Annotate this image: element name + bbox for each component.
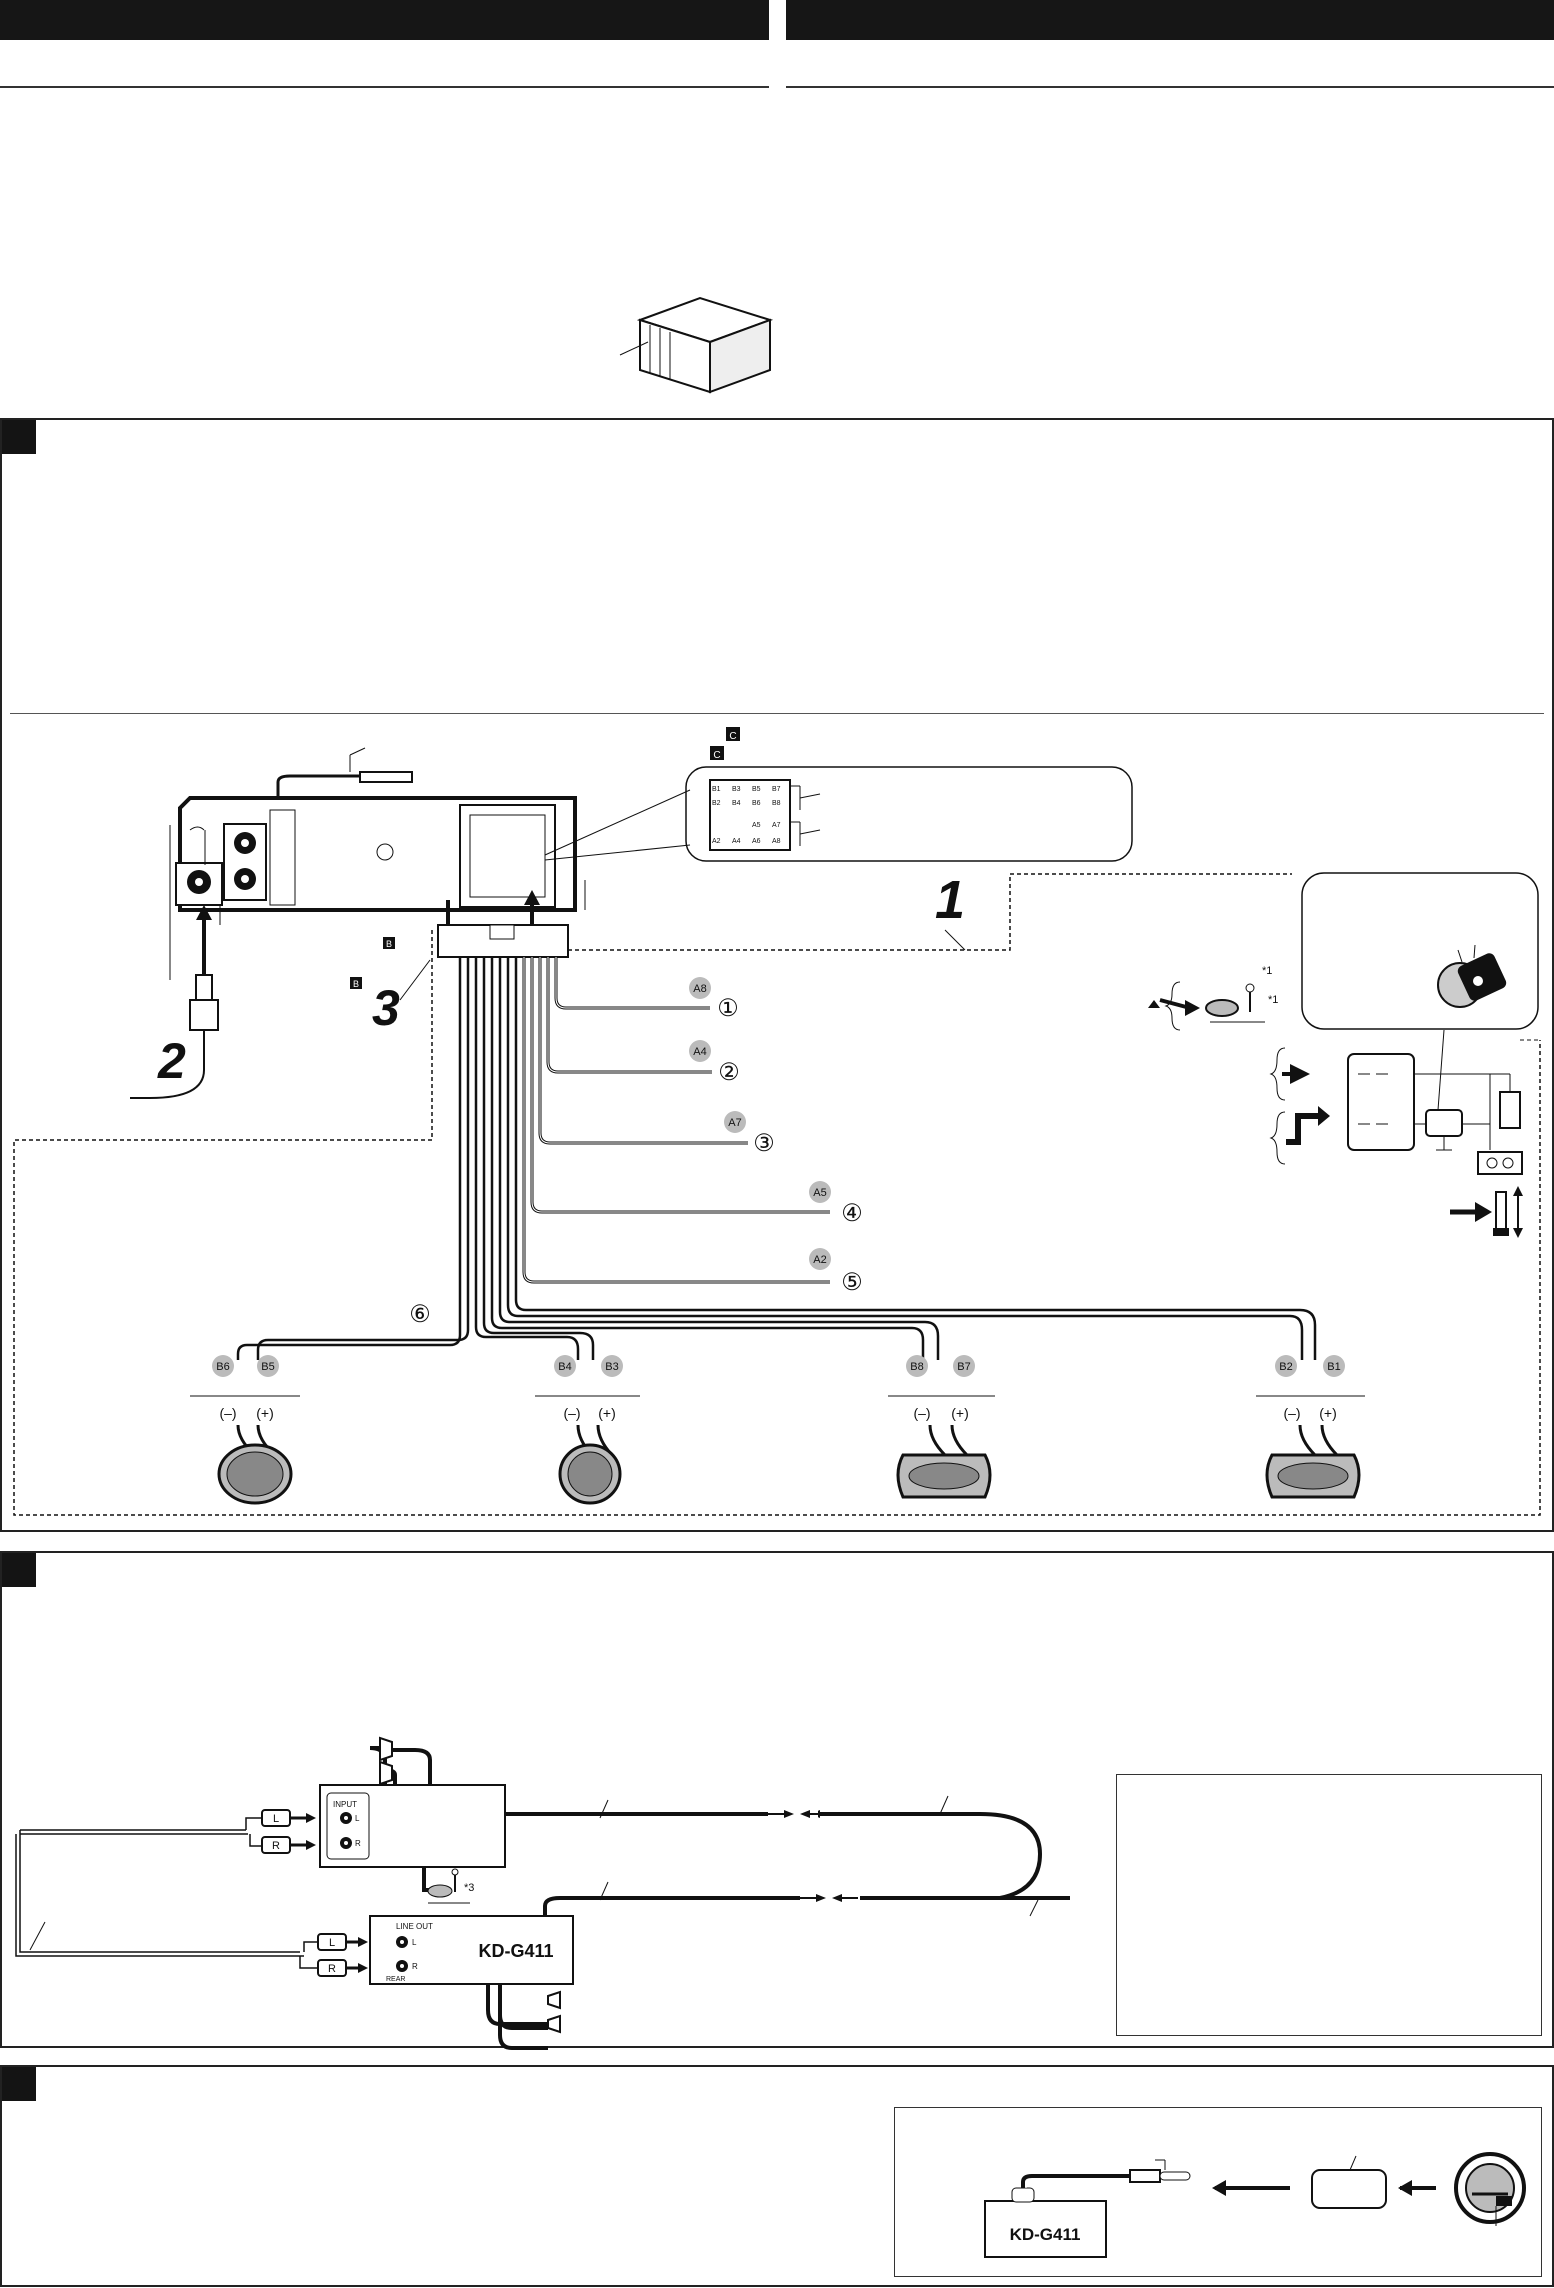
speaker-rear-right: B2 B1 (–) (+): [1256, 1355, 1365, 1499]
speaker-1-pos-pin: B5: [261, 1361, 274, 1373]
left-header-rule: [0, 86, 769, 88]
panel-b-marker: [2, 1553, 36, 1587]
speaker-rear-left: B8 B7 (–) (+): [888, 1355, 995, 1499]
right-header-bar: [786, 0, 1554, 40]
left-header-bar: [0, 0, 769, 40]
pin-a2: A2: [712, 838, 721, 845]
pin-b7: B7: [772, 786, 781, 793]
pin-b6: B6: [752, 800, 761, 807]
headunit-model: KD-G411: [478, 1941, 553, 1961]
pin-b1: B1: [712, 786, 721, 793]
speaker-2-pos-pin: B3: [605, 1361, 618, 1373]
lead-pin-a7: A7: [728, 1117, 741, 1129]
speaker-2-neg-pin: B4: [558, 1361, 571, 1373]
ignition-key-icon: [1437, 944, 1507, 1008]
mounting-sleeve-illustration: [619, 296, 774, 394]
amplifier-diagram: INPUT L R *3 L R LINE OUT L R REAR KD-G4…: [15, 1736, 1070, 2050]
amp-input-r: R: [355, 1839, 361, 1848]
speaker-3-pos-label: (+): [951, 1405, 969, 1421]
speaker-2-pos-label: (+): [598, 1405, 616, 1421]
lead-pin-a5: A5: [813, 1187, 826, 1199]
marker-c-1: C: [729, 731, 736, 742]
pin-b3: B3: [732, 786, 741, 793]
pin-a8: A8: [772, 838, 781, 845]
pin-a7: A7: [772, 822, 781, 829]
panel-a-divider: [10, 713, 1544, 714]
pin-a5: A5: [752, 822, 761, 829]
pin-b4: B4: [732, 800, 741, 807]
headunit-rear-view: [175, 796, 577, 912]
panel-c-note-box: [894, 2107, 1542, 2277]
headunit-line-out: LINE OUT: [396, 1922, 433, 1931]
panel-c: [0, 2065, 1554, 2287]
amp-input-l: L: [355, 1814, 360, 1823]
amp-input-label: INPUT: [333, 1800, 357, 1809]
headunit-rear-label: REAR: [386, 1976, 405, 1983]
speaker-3-neg-pin: B8: [910, 1361, 923, 1373]
right-header-rule: [786, 86, 1554, 88]
speaker-4-neg-pin: B2: [1279, 1361, 1292, 1373]
lead-number-5: ⑤: [841, 1269, 863, 1296]
headunit-out-r: R: [412, 1962, 418, 1971]
lead-pin-a8: A8: [693, 983, 706, 995]
step-3-label: 3: [372, 980, 400, 1036]
marker-b-2: B: [353, 979, 359, 989]
panel-b: [0, 1551, 1554, 2048]
lead-pin-a4: A4: [693, 1046, 706, 1058]
pin-b8: B8: [772, 800, 781, 807]
amp-plug-l: L: [273, 1813, 279, 1825]
remote-diagram: KD-G411: [984, 2152, 1526, 2258]
speaker-4-pos-pin: B1: [1327, 1361, 1340, 1373]
pin-layout-detail: B1 B3 B5 B7 B2 B4 B6 B8 A5 A7 A2 A4 A6 A…: [709, 779, 821, 851]
panel-b-note-box: [1116, 1774, 1542, 2036]
footnote-star1-a: *1: [1262, 965, 1272, 977]
speaker-1-neg-label: (–): [219, 1405, 236, 1421]
pin-b5: B5: [752, 786, 761, 793]
speaker-3-pos-pin: B7: [957, 1361, 970, 1373]
lead-pin-a2: A2: [813, 1254, 826, 1266]
speaker-bundle-number: ⑥: [409, 1301, 431, 1328]
panel-a: [0, 418, 1554, 1532]
steering-wheel-remote-icon: [1454, 2152, 1526, 2226]
door-switch-icon: [1450, 1186, 1523, 1238]
lead-number-4: ④: [841, 1200, 863, 1227]
lead-number-3: ③: [753, 1130, 775, 1157]
pin-b2: B2: [712, 800, 721, 807]
headunit-plug-l: L: [329, 1937, 335, 1949]
speaker-1-pos-label: (+): [256, 1405, 274, 1421]
headunit-plug-r: R: [328, 1963, 336, 1975]
lead-number-1: ①: [717, 995, 739, 1022]
speaker-2-neg-label: (–): [563, 1405, 580, 1421]
speaker-front-left: B6 B5 (–) (+): [190, 1355, 300, 1505]
lead-number-2: ②: [718, 1059, 740, 1086]
pin-a4: A4: [732, 838, 741, 845]
panel-c-marker: [2, 2067, 36, 2101]
speaker-front-right: B4 B3 (–) (+): [535, 1355, 640, 1505]
step-1-label: 1: [935, 870, 965, 930]
footnote-star1-b: *1: [1268, 994, 1278, 1006]
speaker-4-pos-label: (+): [1319, 1405, 1337, 1421]
antenna-plug: [130, 974, 219, 1099]
step-2-label: 2: [157, 1033, 186, 1089]
footnote-star3: *3: [464, 1882, 474, 1894]
speaker-1-neg-pin: B6: [216, 1361, 229, 1373]
fuse-box-icon: [1269, 1029, 1523, 1175]
marker-c-2: C: [713, 750, 720, 761]
ground-screw-icon: *1 *1: [1148, 965, 1278, 1031]
wiring-diagram: C C B1 B3 B5 B7 B2 B4 B6 B8 A5 A7 A2 A4 …: [13, 727, 1541, 1516]
amp-plug-r: R: [272, 1840, 280, 1852]
pin-a6: A6: [752, 838, 761, 845]
marker-b-1: B: [386, 939, 392, 949]
speaker-4-neg-label: (–): [1283, 1405, 1300, 1421]
lead-tags: A8 ① A4 ② A7 ③ A5 ④ A2 ⑤: [689, 977, 863, 1296]
headunit-out-l: L: [412, 1938, 417, 1947]
panel-a-marker: [2, 420, 36, 454]
speaker-3-neg-label: (–): [913, 1405, 930, 1421]
remote-headunit-model: KD-G411: [1010, 2225, 1081, 2244]
